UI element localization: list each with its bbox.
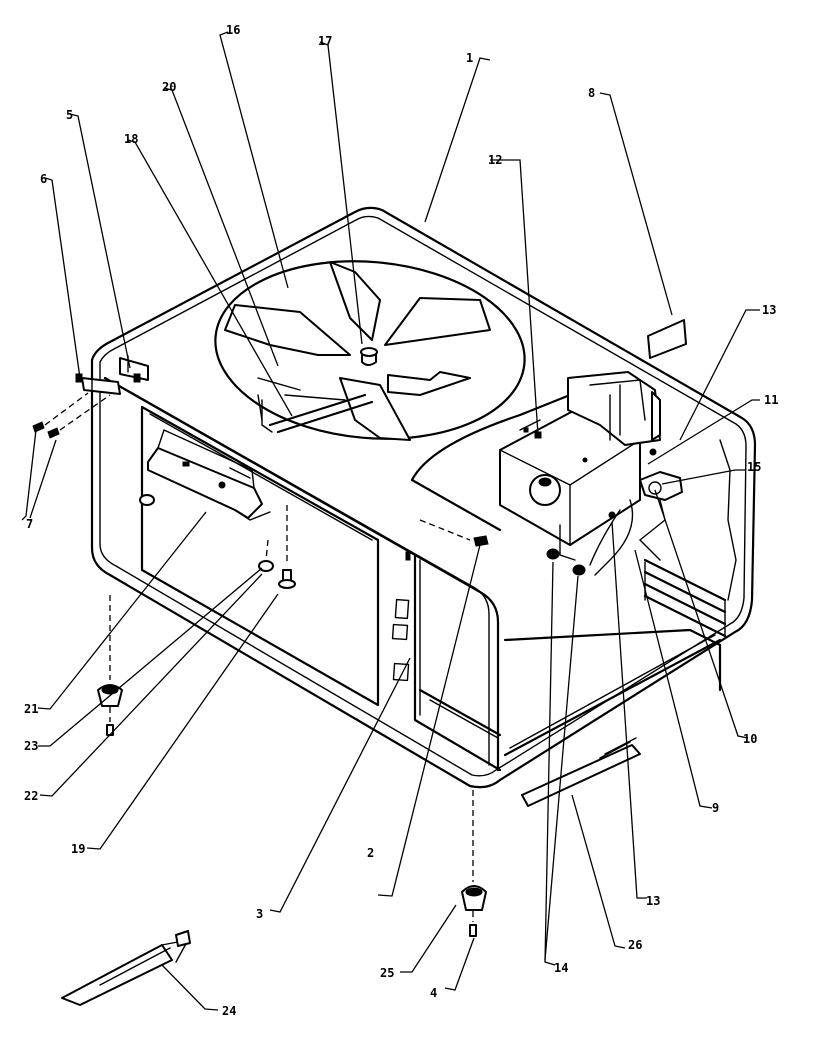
interlock-switch [419,519,489,547]
callout-11: 11 [764,393,778,407]
callout-20: 20 [162,80,176,94]
callout-16: 16 [226,23,240,37]
callout-25: 25 [380,966,394,980]
callout-8: 8 [588,86,595,100]
callout-1: 1 [466,51,473,65]
callout-9: 9 [712,801,719,815]
hinge-bracket [75,355,149,395]
cavity-interior [413,439,737,772]
callout-5: 5 [66,108,73,122]
bottom-strip [521,737,641,807]
support-hardware [139,494,296,589]
callout-14: 14 [554,961,568,975]
callout-3: 3 [256,907,263,921]
callout-17: 17 [318,34,332,48]
callout-2: 2 [367,846,374,860]
magnetron-assembly [410,371,661,561]
callout-13-bottom: 13 [646,894,660,908]
leader-lines [21,31,760,1011]
callout-19: 19 [71,842,85,856]
screws [32,392,111,439]
door-support-bracket [147,429,271,521]
callout-26: 26 [628,938,642,952]
callout-12: 12 [488,153,502,167]
cabinet-outer-case [90,206,757,789]
foot-left [97,595,123,736]
callout-24: 24 [222,1004,236,1018]
callout-6: 6 [40,172,47,186]
callout-22: 22 [24,789,38,803]
callout-18: 18 [124,132,138,146]
label-plate [647,319,687,359]
callout-21: 21 [24,702,38,716]
front-panel [103,376,500,772]
callout-4: 4 [430,986,437,1000]
foot-right [461,790,487,937]
thermal-cutouts [546,548,586,576]
callout-labels: 1 2 3 4 5 6 7 8 9 10 11 12 13 13 14 15 1… [24,23,778,1018]
callout-10: 10 [743,732,757,746]
callout-7: 7 [26,517,33,531]
wedge-tool [61,930,191,1006]
callout-23: 23 [24,739,38,753]
callout-13-top: 13 [762,303,776,317]
side-louvers [643,558,727,639]
callout-15: 15 [747,460,761,474]
